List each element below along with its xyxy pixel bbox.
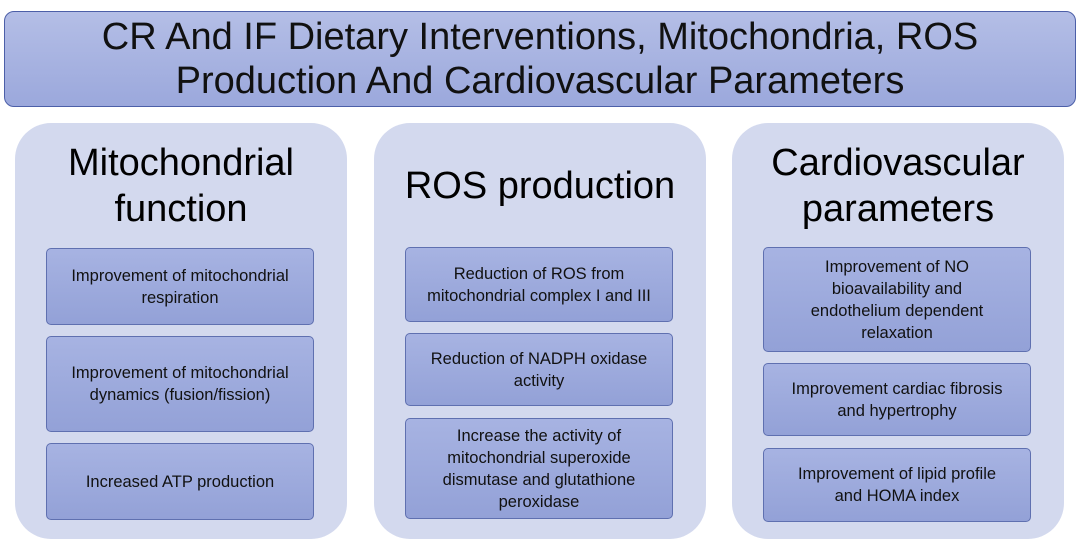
- item-superoxide-dismutase: Increase the activity of mitochondrial s…: [405, 418, 673, 519]
- item-mitochondrial-respiration: Improvement of mitochondrial respiration: [46, 248, 314, 325]
- diagram-title-line-2: Production And Cardiovascular Parameters: [175, 60, 905, 102]
- item-atp-production: Increased ATP production: [46, 443, 314, 520]
- diagram-title-line-1: CR And IF Dietary Interventions, Mitocho…: [101, 16, 979, 58]
- column-cardiovascular-parameters: Cardiovascular parameters Improvement of…: [732, 123, 1064, 539]
- item-no-bioavailability: Improvement of NO bioavailability and en…: [763, 247, 1031, 352]
- column-ros-production: ROS production Reduction of ROS from mit…: [374, 123, 706, 539]
- item-mitochondrial-dynamics: Improvement of mitochondrial dynamics (f…: [46, 336, 314, 432]
- column-title: Cardiovascular parameters: [771, 142, 1025, 230]
- item-ros-complex-reduction: Reduction of ROS from mitochondrial comp…: [405, 247, 673, 322]
- diagram-title: CR And IF Dietary Interventions, Mitocho…: [4, 11, 1076, 107]
- item-cardiac-fibrosis: Improvement cardiac fibrosis and hypertr…: [763, 363, 1031, 436]
- column-mitochondrial-function: Mitochondrial function Improvement of mi…: [15, 123, 347, 539]
- item-nadph-oxidase-reduction: Reduction of NADPH oxidase activity: [405, 333, 673, 406]
- item-lipid-profile: Improvement of lipid profile and HOMA in…: [763, 448, 1031, 522]
- column-title: Mitochondrial function: [68, 142, 294, 230]
- column-title: ROS production: [404, 165, 676, 207]
